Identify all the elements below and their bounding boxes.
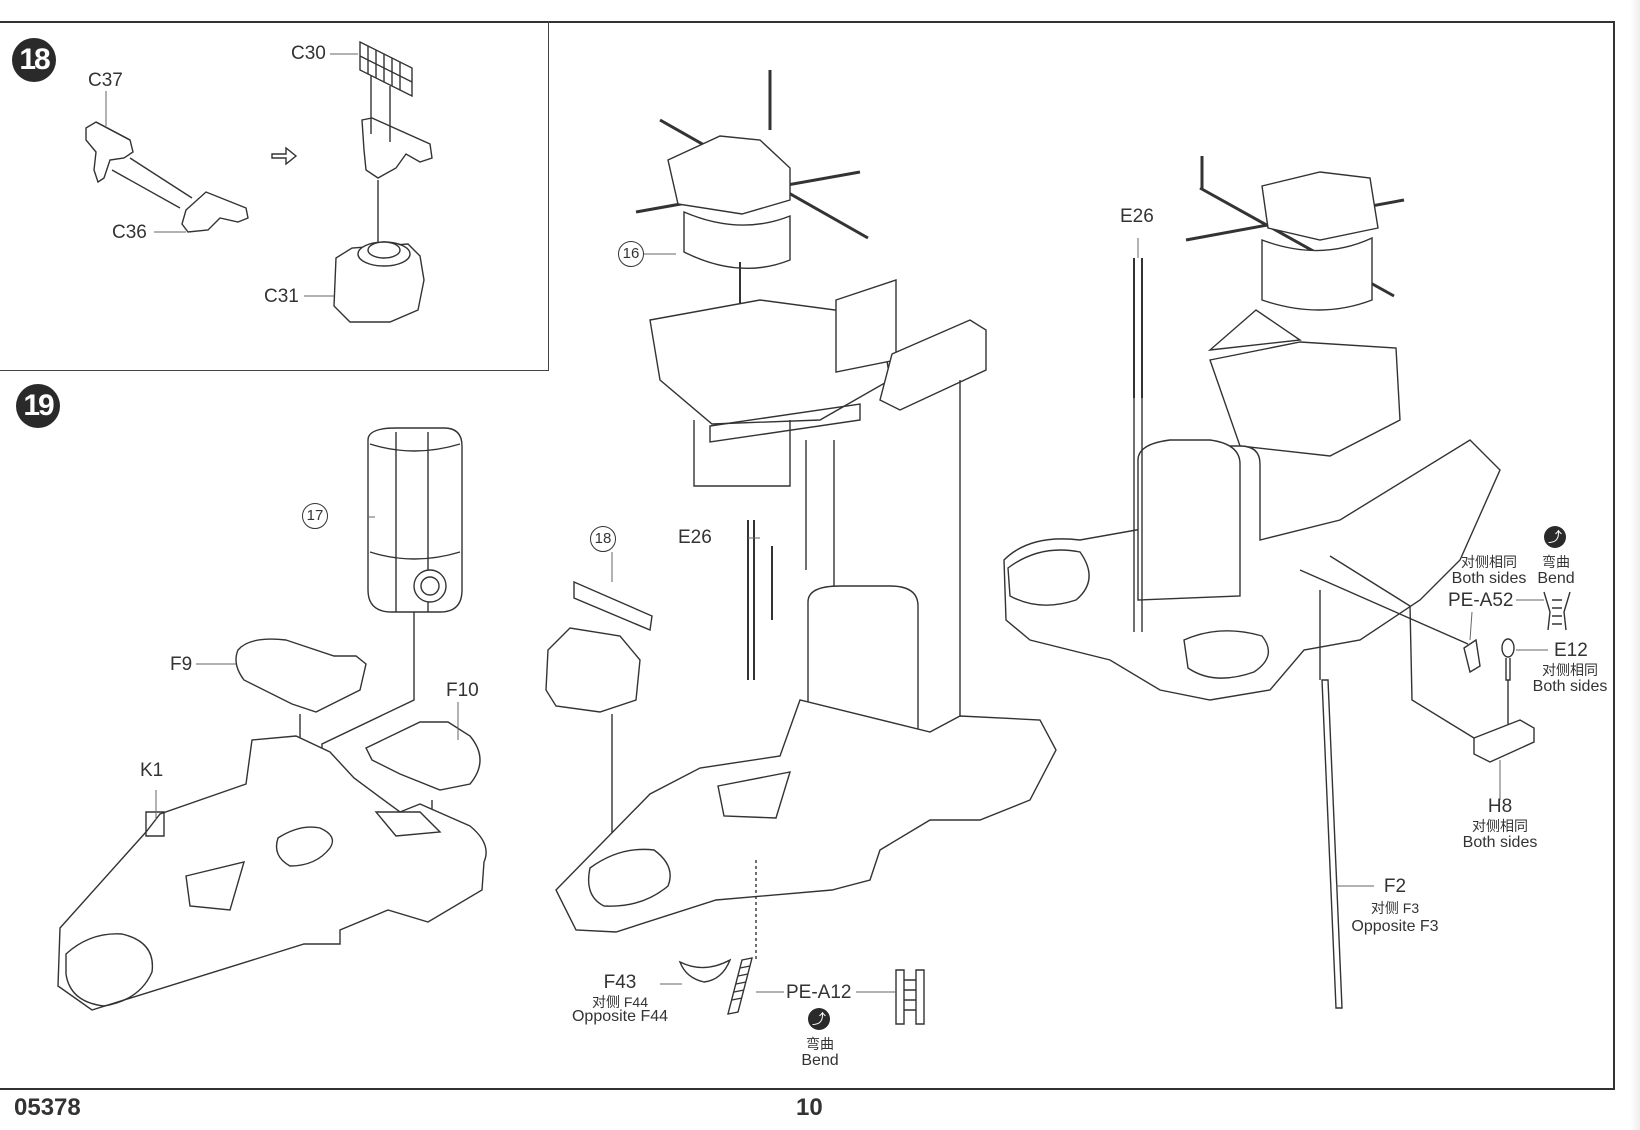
subassembly-17-drawing bbox=[367, 427, 463, 613]
part-label-h8: H8 bbox=[1487, 796, 1513, 817]
kit-code: 05378 bbox=[14, 1094, 81, 1121]
step-18-box bbox=[0, 21, 549, 371]
part-e26-middle-drawing bbox=[747, 520, 755, 680]
hull-deck-middle-drawing bbox=[555, 546, 1057, 933]
part-label-f10: F10 bbox=[446, 680, 479, 701]
part-pe-a52-detail-drawing bbox=[1543, 591, 1571, 631]
part-f9-drawing bbox=[235, 638, 367, 713]
pe-a52-note-cn: 对侧相同 bbox=[1461, 554, 1517, 570]
part-f10-drawing bbox=[365, 721, 481, 791]
part-h8-drawing bbox=[1473, 719, 1535, 763]
assembly-arrow-line bbox=[805, 380, 961, 720]
pe-a12-bend-en: Bend bbox=[801, 1052, 839, 1069]
part-f2-drawing bbox=[1321, 679, 1343, 1009]
bend-icon: ⤴ bbox=[1544, 526, 1566, 548]
part-c31-drawing bbox=[333, 241, 425, 323]
part-pe-a52-drawing bbox=[1463, 638, 1481, 674]
step-19-badge: 19 bbox=[16, 384, 60, 428]
part-note-f43-en: Opposite F44 bbox=[571, 1008, 669, 1025]
e12-note-en: Both sides bbox=[1532, 678, 1608, 695]
part-label-f9: F9 bbox=[170, 654, 193, 675]
pe-a52-bend-cn: 弯曲 bbox=[1542, 554, 1570, 570]
part-label-e26-right: E26 bbox=[1120, 206, 1154, 227]
subassembly-18-drawing bbox=[545, 580, 653, 713]
part-pe-a12-detail-drawing bbox=[895, 969, 925, 1025]
part-label-f43: F43 bbox=[603, 972, 637, 993]
pe-a52-bend-en: Bend bbox=[1537, 570, 1575, 587]
part-k1-hull-deck-drawing bbox=[57, 735, 487, 1011]
f2-note-cn: 对侧 F3 bbox=[1370, 900, 1420, 916]
pe-a52-note-en: Both sides bbox=[1451, 570, 1527, 587]
part-e26-right-drawing bbox=[1133, 258, 1143, 632]
part-label-c36: C36 bbox=[112, 222, 147, 243]
f2-note-en: Opposite F3 bbox=[1351, 918, 1439, 935]
subassembly-ref-17: 17 bbox=[302, 503, 328, 529]
part-label-e26-middle: E26 bbox=[678, 527, 712, 548]
e12-note-cn: 对侧相同 bbox=[1542, 662, 1598, 678]
part-label-f2: F2 bbox=[1383, 876, 1407, 897]
page-edge-shadow bbox=[1630, 0, 1640, 1130]
page-frame bbox=[0, 21, 1615, 1090]
part-label-c31: C31 bbox=[264, 286, 299, 307]
part-c37-c36-assembled-drawing bbox=[361, 117, 433, 179]
assembly-arrow-line bbox=[1329, 555, 1475, 739]
subassembly-ref-16: 16 bbox=[618, 241, 644, 267]
part-label-c37: C37 bbox=[88, 70, 123, 91]
assembly-arrow-line bbox=[111, 169, 181, 209]
page-number: 10 bbox=[796, 1094, 823, 1121]
part-label-k1: K1 bbox=[140, 760, 164, 781]
part-label-pe-a52: PE-A52 bbox=[1448, 590, 1514, 611]
pe-a12-bend-cn: 弯曲 bbox=[806, 1036, 834, 1052]
part-label-c30: C30 bbox=[291, 43, 326, 64]
assembly-arrow-line bbox=[1299, 569, 1469, 645]
h8-note-en: Both sides bbox=[1462, 834, 1538, 851]
h8-note-cn: 对侧相同 bbox=[1472, 818, 1528, 834]
subassembly-ref-18: 18 bbox=[590, 526, 616, 552]
bend-icon: ⤴ bbox=[808, 1008, 830, 1030]
assembly-arrow-line bbox=[129, 157, 193, 199]
part-note-f43-cn: 对侧 F44 bbox=[591, 994, 648, 1010]
part-f43-drawing bbox=[678, 958, 732, 983]
step-18-badge: 18 bbox=[12, 38, 56, 82]
part-label-e12: E12 bbox=[1554, 640, 1588, 661]
completed-assembly-drawing bbox=[1003, 156, 1501, 701]
part-c30-drawing bbox=[359, 40, 413, 98]
assembly-arrow-line bbox=[370, 76, 391, 242]
part-label-pe-a12: PE-A12 bbox=[786, 982, 852, 1003]
part-pe-a12-drawing bbox=[727, 957, 753, 1015]
part-c36-drawing bbox=[181, 191, 249, 233]
part-c37-drawing bbox=[85, 121, 134, 184]
label-leader-lines bbox=[105, 53, 1548, 993]
next-step-arrow bbox=[271, 146, 298, 166]
subassembly-16-drawing bbox=[635, 70, 987, 487]
